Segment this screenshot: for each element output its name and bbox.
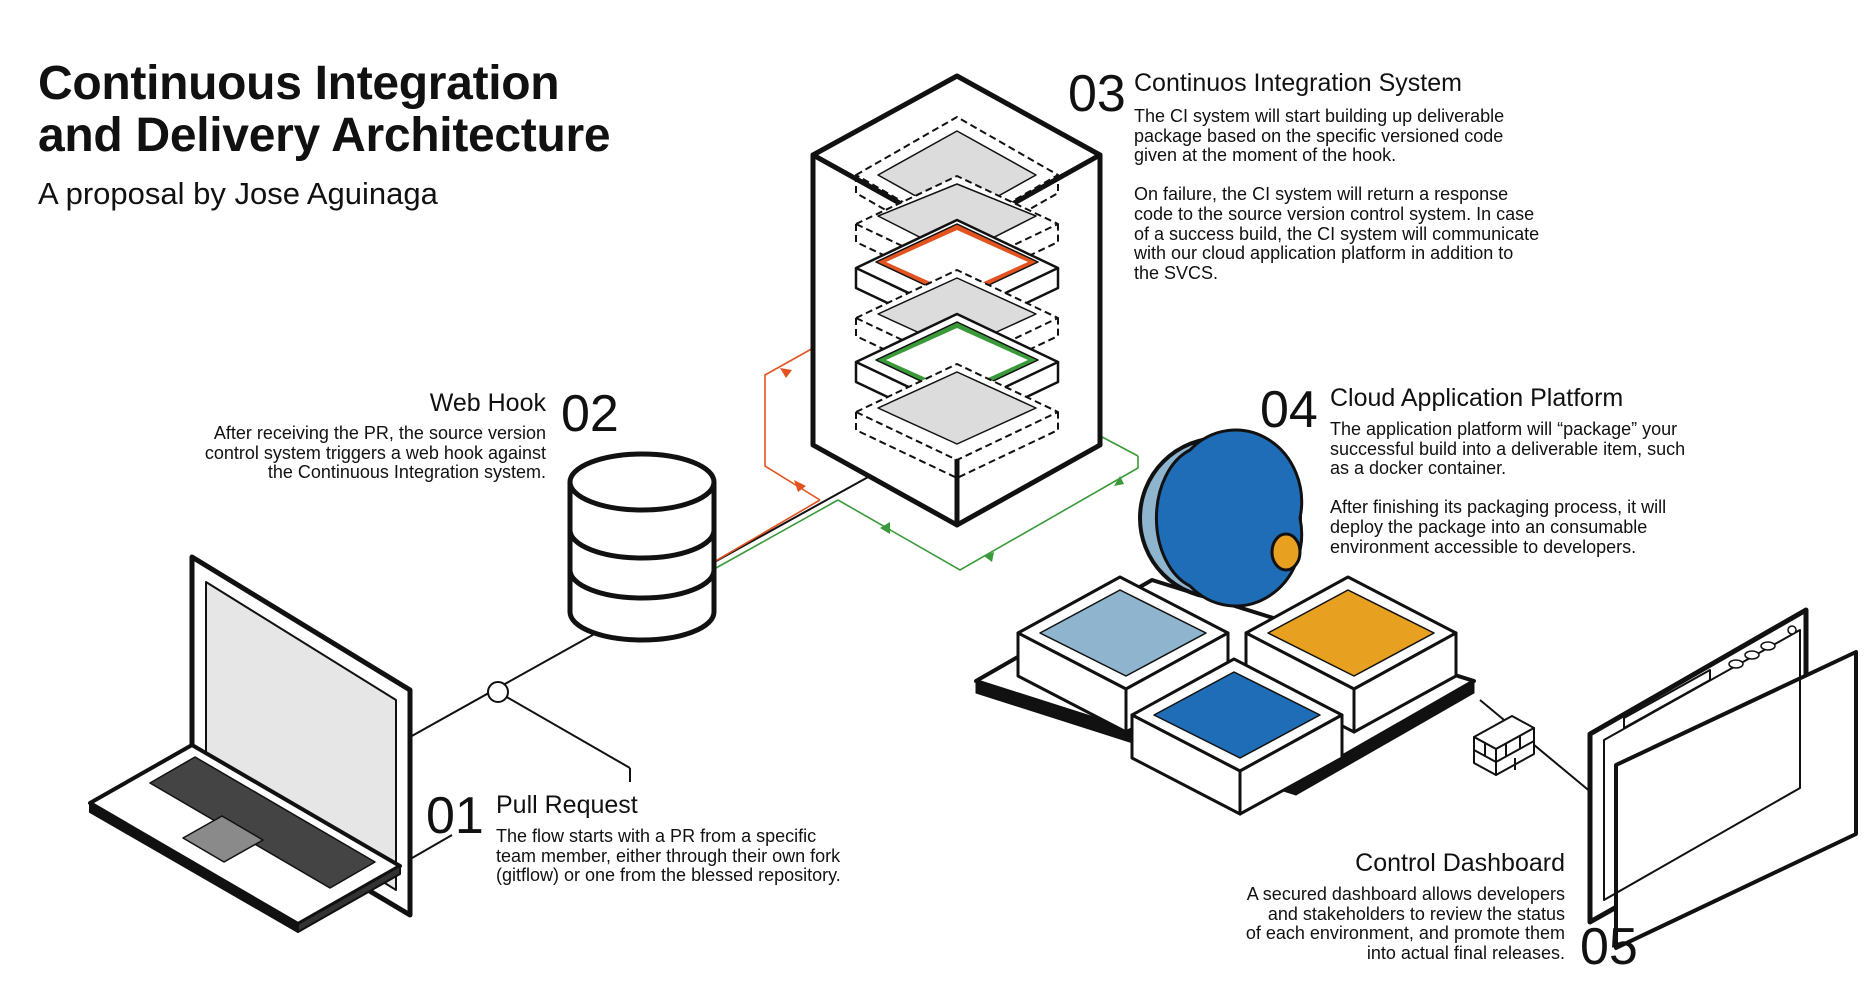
step-05-description: A secured dashboard allows developers an… [1245,884,1565,963]
step-05-number: 05 [1580,918,1638,976]
database-icon [567,451,717,643]
step-04-heading: Cloud Application Platform [1330,384,1624,412]
step-02-number: 02 [561,385,619,443]
step-03-heading: Continuos Integration System [1134,69,1462,97]
success-arrow-4 [880,522,890,534]
step-03-description: The CI system will start building up del… [1134,106,1540,283]
laptop-icon [88,554,413,933]
step-01-number: 01 [426,787,484,845]
failure-arrow-down [794,480,806,492]
junction-node [487,681,509,703]
server-stack-icon [810,73,1103,528]
step-04-number: 04 [1260,381,1318,439]
step-03-number: 03 [1068,65,1126,123]
success-arrow-3 [984,552,994,562]
firewall-icon [1473,715,1535,776]
step-01-description: The flow starts with a PR from a specifi… [496,826,841,886]
step-05-heading: Control Dashboard [1355,849,1565,877]
failure-arrow-up [780,368,792,378]
dashboard-window-icon [1587,607,1858,950]
page-subtitle: A proposal by Jose Aguinaga [38,176,438,211]
page-title: Continuous Integration and Delivery Arch… [38,57,611,162]
globe-icon [1138,428,1304,608]
success-arrow-2 [1114,476,1124,486]
step-04-description: The application platform will “package” … [1330,419,1686,557]
step-01-heading: Pull Request [496,791,638,819]
step-02-heading: Web Hook [429,389,546,417]
environment-tiles-icon [974,575,1476,816]
step-02-description: After receiving the PR, the source versi… [204,423,546,483]
